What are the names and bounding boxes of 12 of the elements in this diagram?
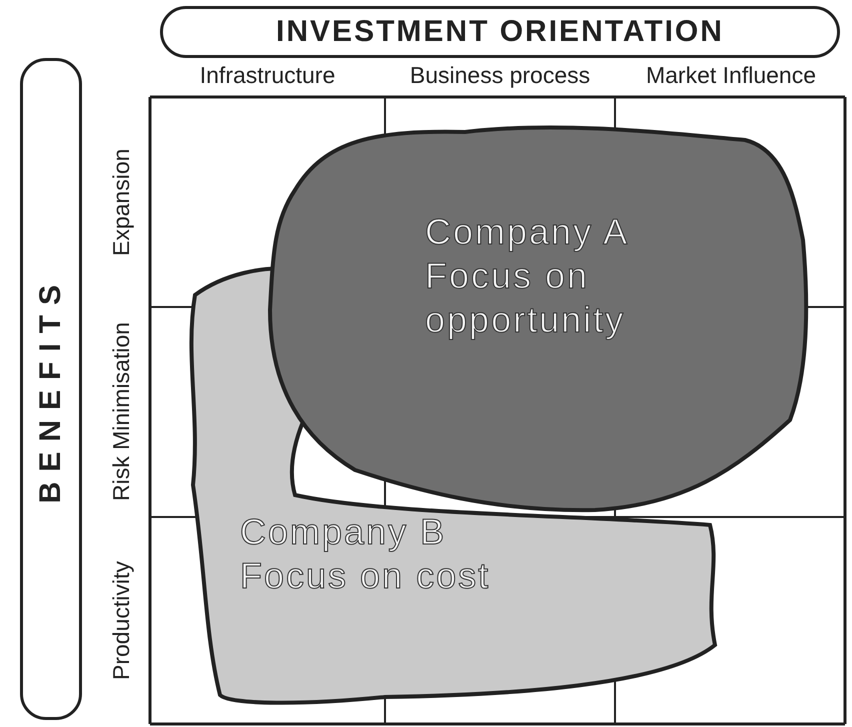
row-heading: Productivity — [108, 560, 135, 682]
row-heading: Risk Minimisation — [108, 322, 135, 504]
band-title: INVESTMENT ORIENTATION — [276, 15, 724, 49]
region-label: Company A Focus on opportunity — [425, 210, 628, 342]
axis-band — [20, 58, 82, 720]
band-title: BENEFITS — [34, 274, 68, 504]
region-label: Company B Focus on cost — [240, 510, 492, 598]
column-heading: Infrastructure — [198, 62, 336, 89]
column-heading: Business process — [408, 62, 592, 89]
heading-band — [160, 6, 840, 58]
column-heading: Market Influence — [644, 62, 818, 89]
row-heading: Expansion — [108, 147, 135, 258]
